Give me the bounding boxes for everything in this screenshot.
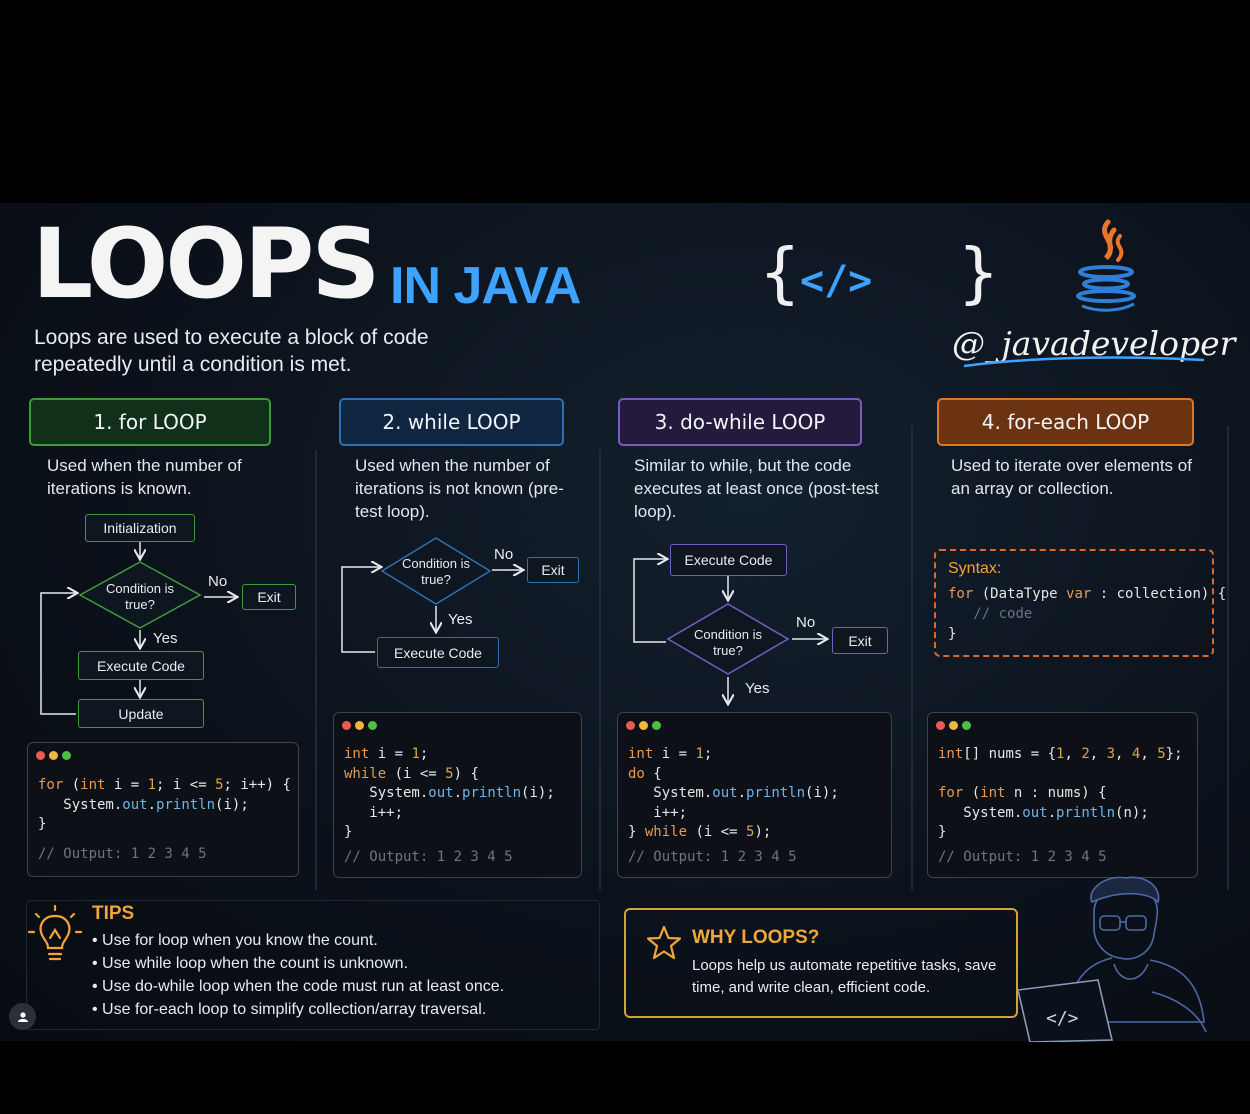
while-description: Used when the number of iterations is no… [355, 456, 564, 521]
code-tag-icon: </> [800, 258, 873, 304]
do-while-condition-diamond: Condition is true? [694, 627, 762, 658]
page-title: LOOPS [32, 208, 380, 320]
svg-text:</>: </> [1046, 1008, 1079, 1029]
window-dots [342, 721, 377, 730]
why-loops-text: Loops help us automate repetitive tasks,… [692, 957, 997, 996]
do-while-exit-box: Exit [832, 627, 888, 654]
do-while-code-window: int i = 1; do { System.out.println(i); i… [617, 712, 892, 878]
for-code: for (int i = 1; i <= 5; i++) { System.ou… [38, 777, 291, 832]
why-loops-title: WHY LOOPS? [692, 927, 820, 948]
for-execute-box: Execute Code [78, 651, 204, 680]
do-while-loop-header: 3. do-while LOOP [618, 398, 862, 446]
for-update-box: Update [78, 699, 204, 728]
window-dots [36, 751, 71, 760]
for-loop-header: 1. for LOOP [29, 398, 271, 446]
while-yes-label: Yes [448, 611, 473, 628]
window-dots [626, 721, 661, 730]
list-item: Use for-each loop to simplify collection… [92, 998, 504, 1021]
developer-illustration: </> [1017, 876, 1207, 1042]
avatar[interactable] [9, 1003, 36, 1030]
do-while-no-label: No [796, 614, 816, 631]
for-each-code: int[] nums = {1, 2, 3, 4, 5}; for (int n… [938, 746, 1183, 840]
for-condition-diamond: Condition is true? [106, 581, 174, 612]
while-output: // Output: 1 2 3 4 5 [344, 849, 513, 865]
column-dividers [315, 426, 1229, 890]
lightbulb-icon [28, 904, 82, 961]
list-item: Use do-while loop when the code must run… [92, 975, 504, 998]
while-no-label: No [494, 546, 514, 563]
while-execute-box: Execute Code [377, 637, 499, 668]
syntax-code: for (DataType var : collection) { // cod… [948, 586, 1227, 642]
for-each-code-window: int[] nums = {1, 2, 3, 4, 5}; for (int n… [927, 712, 1198, 878]
user-icon [17, 1011, 28, 1022]
syntax-label: Syntax: [948, 560, 1002, 577]
list-item: Use while loop when the count is unknown… [92, 952, 504, 975]
for-each-output: // Output: 1 2 3 4 5 [938, 849, 1107, 865]
list-item: Use for loop when you know the count. [92, 929, 504, 952]
tips-list: Use for loop when you know the count. Us… [92, 929, 504, 1021]
do-while-execute-box: Execute Code [670, 544, 787, 576]
for-yes-label: Yes [153, 630, 178, 647]
tips-box [26, 900, 600, 1030]
flowchart-arrows [40, 537, 912, 715]
do-while-output: // Output: 1 2 3 4 5 [628, 849, 797, 865]
do-while-description: Similar to while, but the code executes … [634, 456, 879, 521]
star-icon [646, 925, 682, 960]
while-code-window: int i = 1; while (i <= 5) { System.out.p… [333, 712, 582, 878]
while-exit-box: Exit [527, 557, 579, 583]
why-loops-box [624, 908, 1018, 1018]
tips-title: TIPS [92, 903, 135, 924]
while-condition-diamond: Condition is true? [402, 556, 470, 587]
while-code: int i = 1; while (i <= 5) { System.out.p… [344, 746, 555, 840]
page-subtitle: IN JAVA [390, 257, 581, 315]
java-logo-icon [1076, 219, 1136, 312]
for-exit-box: Exit [242, 584, 296, 610]
for-no-label: No [208, 573, 228, 590]
for-each-loop-header: 4. for-each LOOP [937, 398, 1194, 446]
for-each-description: Used to iterate over elements of an arra… [951, 456, 1192, 498]
while-loop-header: 2. while LOOP [339, 398, 564, 446]
for-output: // Output: 1 2 3 4 5 [38, 846, 207, 862]
for-description: Used when the number of iterations is kn… [47, 456, 242, 498]
for-init-box: Initialization [85, 514, 195, 542]
code-braces-icon: { } [760, 234, 999, 311]
handle-underline [963, 356, 1205, 368]
for-code-window: for (int i = 1; i <= 5; i++) { System.ou… [27, 742, 299, 877]
do-while-yes-label: Yes [745, 680, 770, 697]
intro-text: Loops are used to execute a block of cod… [34, 326, 429, 376]
infographic-panel [0, 203, 1250, 1041]
do-while-code: int i = 1; do { System.out.println(i); i… [628, 746, 839, 840]
window-dots [936, 721, 971, 730]
for-each-syntax-box: Syntax: for (DataType var : collection) … [934, 549, 1226, 657]
